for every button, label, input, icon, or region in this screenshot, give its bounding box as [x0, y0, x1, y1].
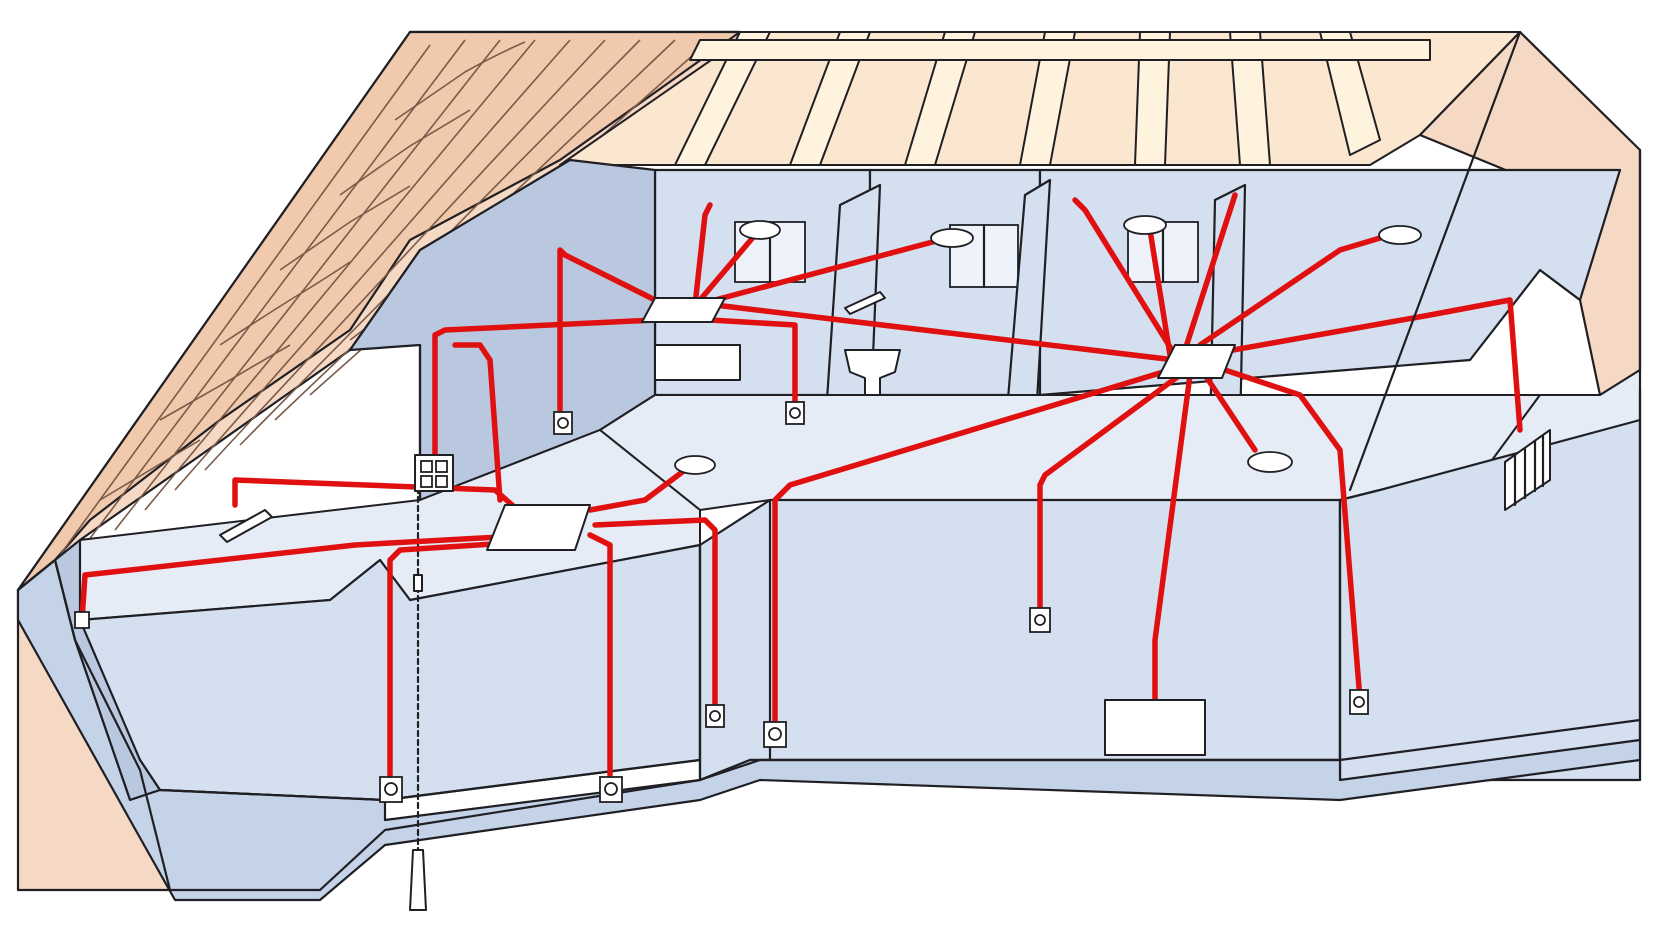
cable-runs — [79, 192, 1523, 778]
ceiling-light-4 — [1378, 225, 1422, 245]
ceiling-light-2 — [930, 228, 974, 248]
heater-upper-left — [654, 344, 741, 381]
socket-2 — [785, 401, 805, 425]
wall-switch — [74, 611, 90, 629]
heater-lower-center — [1104, 699, 1206, 756]
ceiling-light-1 — [739, 220, 781, 240]
devices — [74, 215, 1551, 803]
pull-handle — [409, 849, 427, 911]
ceiling-light-6 — [674, 455, 716, 475]
floor-section-cut — [16, 558, 1642, 902]
roof-tiles — [16, 30, 742, 592]
section-edge — [1348, 30, 1522, 492]
socket-1 — [553, 411, 573, 435]
junction-box-lower — [486, 504, 591, 551]
socket-3 — [379, 776, 403, 803]
ceiling-light-5 — [1247, 451, 1293, 473]
center-floor — [698, 498, 1342, 782]
junction-box-upper-left — [641, 297, 726, 323]
distribution-panel — [414, 454, 454, 492]
socket-8 — [1349, 689, 1369, 715]
socket-4 — [599, 776, 623, 803]
socket-5 — [705, 704, 725, 728]
socket-7 — [1029, 607, 1051, 633]
socket-6 — [763, 721, 787, 748]
ceiling-joists — [674, 31, 1431, 166]
pull-string-clip — [413, 574, 423, 592]
wall-lamp-bathroom — [844, 291, 886, 315]
heater-right — [1504, 429, 1551, 511]
ceiling-light-3 — [1123, 215, 1167, 235]
junction-box-upper-right — [1157, 344, 1236, 379]
wall-lamp-left — [219, 509, 273, 543]
roof-structure — [16, 30, 1642, 892]
